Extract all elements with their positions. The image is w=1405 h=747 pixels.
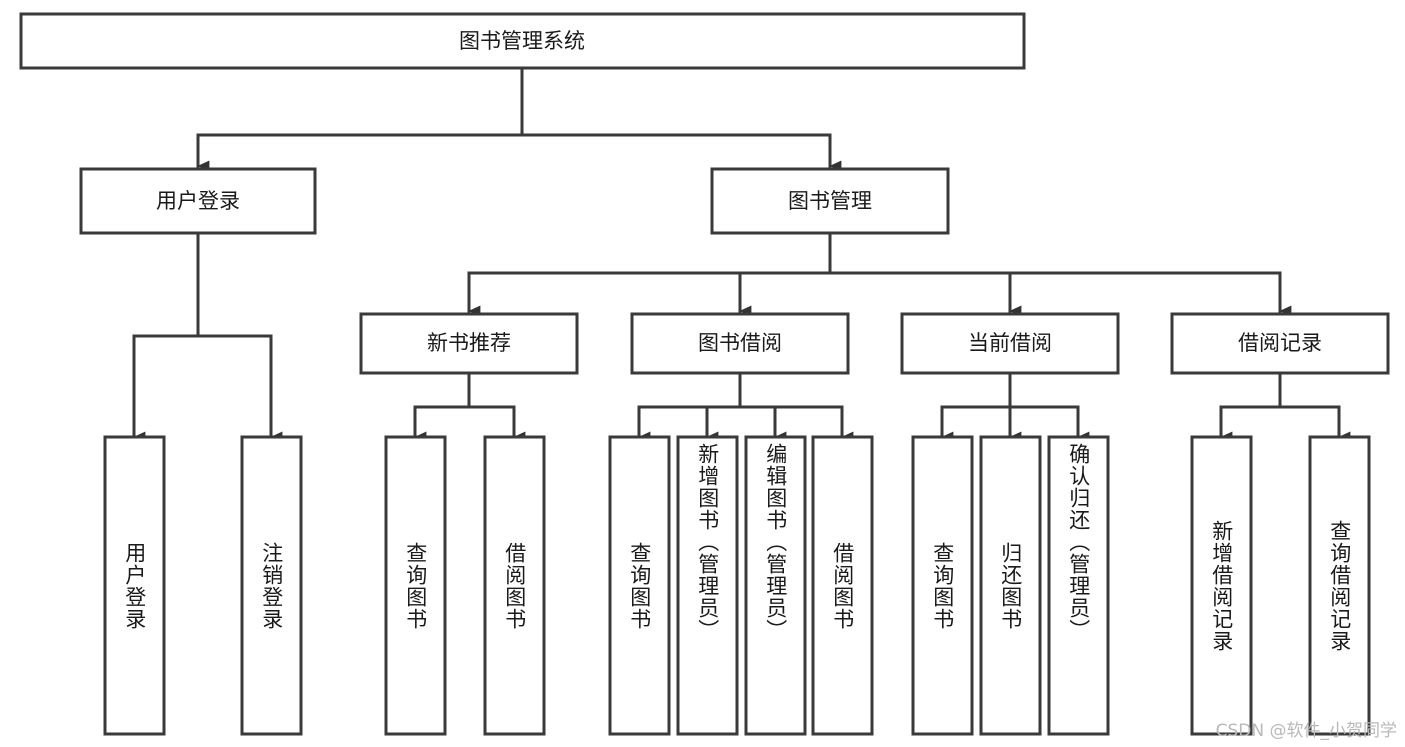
node-leaf-query-book-2-box[interactable]	[608, 435, 671, 736]
connector-group-book-management	[467, 232, 1292, 317]
connector-group-current-borrow	[940, 372, 1090, 443]
node-book-management[interactable]: 图书管理	[710, 167, 950, 235]
node-new-book-recommend-label: 新书推荐	[427, 331, 511, 355]
node-user-login[interactable]: 用户登录	[79, 167, 317, 235]
node-leaf-logout-box[interactable]	[240, 435, 303, 736]
node-borrow-record-box[interactable]	[1170, 312, 1390, 375]
node-leaf-confirm-return-box[interactable]	[1047, 435, 1110, 736]
node-book-borrow-box[interactable]	[630, 312, 850, 375]
node-leaf-borrow-book-2-box[interactable]	[811, 435, 874, 736]
connector-group-user-login	[132, 232, 283, 443]
node-root[interactable]: 图书管理系统	[19, 12, 1026, 70]
node-new-book-recommend[interactable]: 新书推荐	[359, 312, 579, 375]
node-book-borrow[interactable]: 图书借阅	[630, 312, 850, 375]
node-leaf-add-book-box[interactable]	[676, 435, 739, 736]
leaf-boxes	[103, 435, 1371, 736]
node-leaf-query-record-box[interactable]	[1308, 435, 1371, 736]
node-leaf-query-book-1-box[interactable]	[384, 435, 447, 736]
node-leaf-edit-book-box[interactable]	[744, 435, 807, 736]
node-book-management-label: 图书管理	[788, 189, 872, 213]
node-user-login-label: 用户登录	[156, 189, 240, 213]
node-leaf-borrow-book-1-box[interactable]	[483, 435, 546, 736]
node-new-book-recommend-box[interactable]	[359, 312, 579, 375]
connector-group-book-borrow	[637, 372, 854, 443]
node-borrow-record[interactable]: 借阅记录	[1170, 312, 1390, 375]
node-user-login-box[interactable]	[79, 167, 317, 235]
node-book-management-box[interactable]	[710, 167, 950, 235]
connector-group-new-book-recommend	[413, 372, 526, 443]
node-leaf-return-book-box[interactable]	[979, 435, 1042, 736]
node-leaf-add-record-box[interactable]	[1190, 435, 1253, 736]
node-leaf-user-login-box[interactable]	[103, 435, 166, 736]
node-root-box[interactable]	[19, 12, 1026, 70]
connector-group-borrow-record	[1219, 372, 1351, 443]
node-current-borrow-box[interactable]	[900, 312, 1120, 375]
node-borrow-record-label: 借阅记录	[1238, 331, 1322, 355]
connector-group-root	[196, 66, 842, 172]
node-current-borrow-label: 当前借阅	[968, 331, 1052, 355]
node-leaf-query-book-3-box[interactable]	[911, 435, 974, 736]
node-book-borrow-label: 图书借阅	[698, 331, 782, 355]
node-current-borrow[interactable]: 当前借阅	[900, 312, 1120, 375]
node-root-label: 图书管理系统	[459, 29, 585, 53]
